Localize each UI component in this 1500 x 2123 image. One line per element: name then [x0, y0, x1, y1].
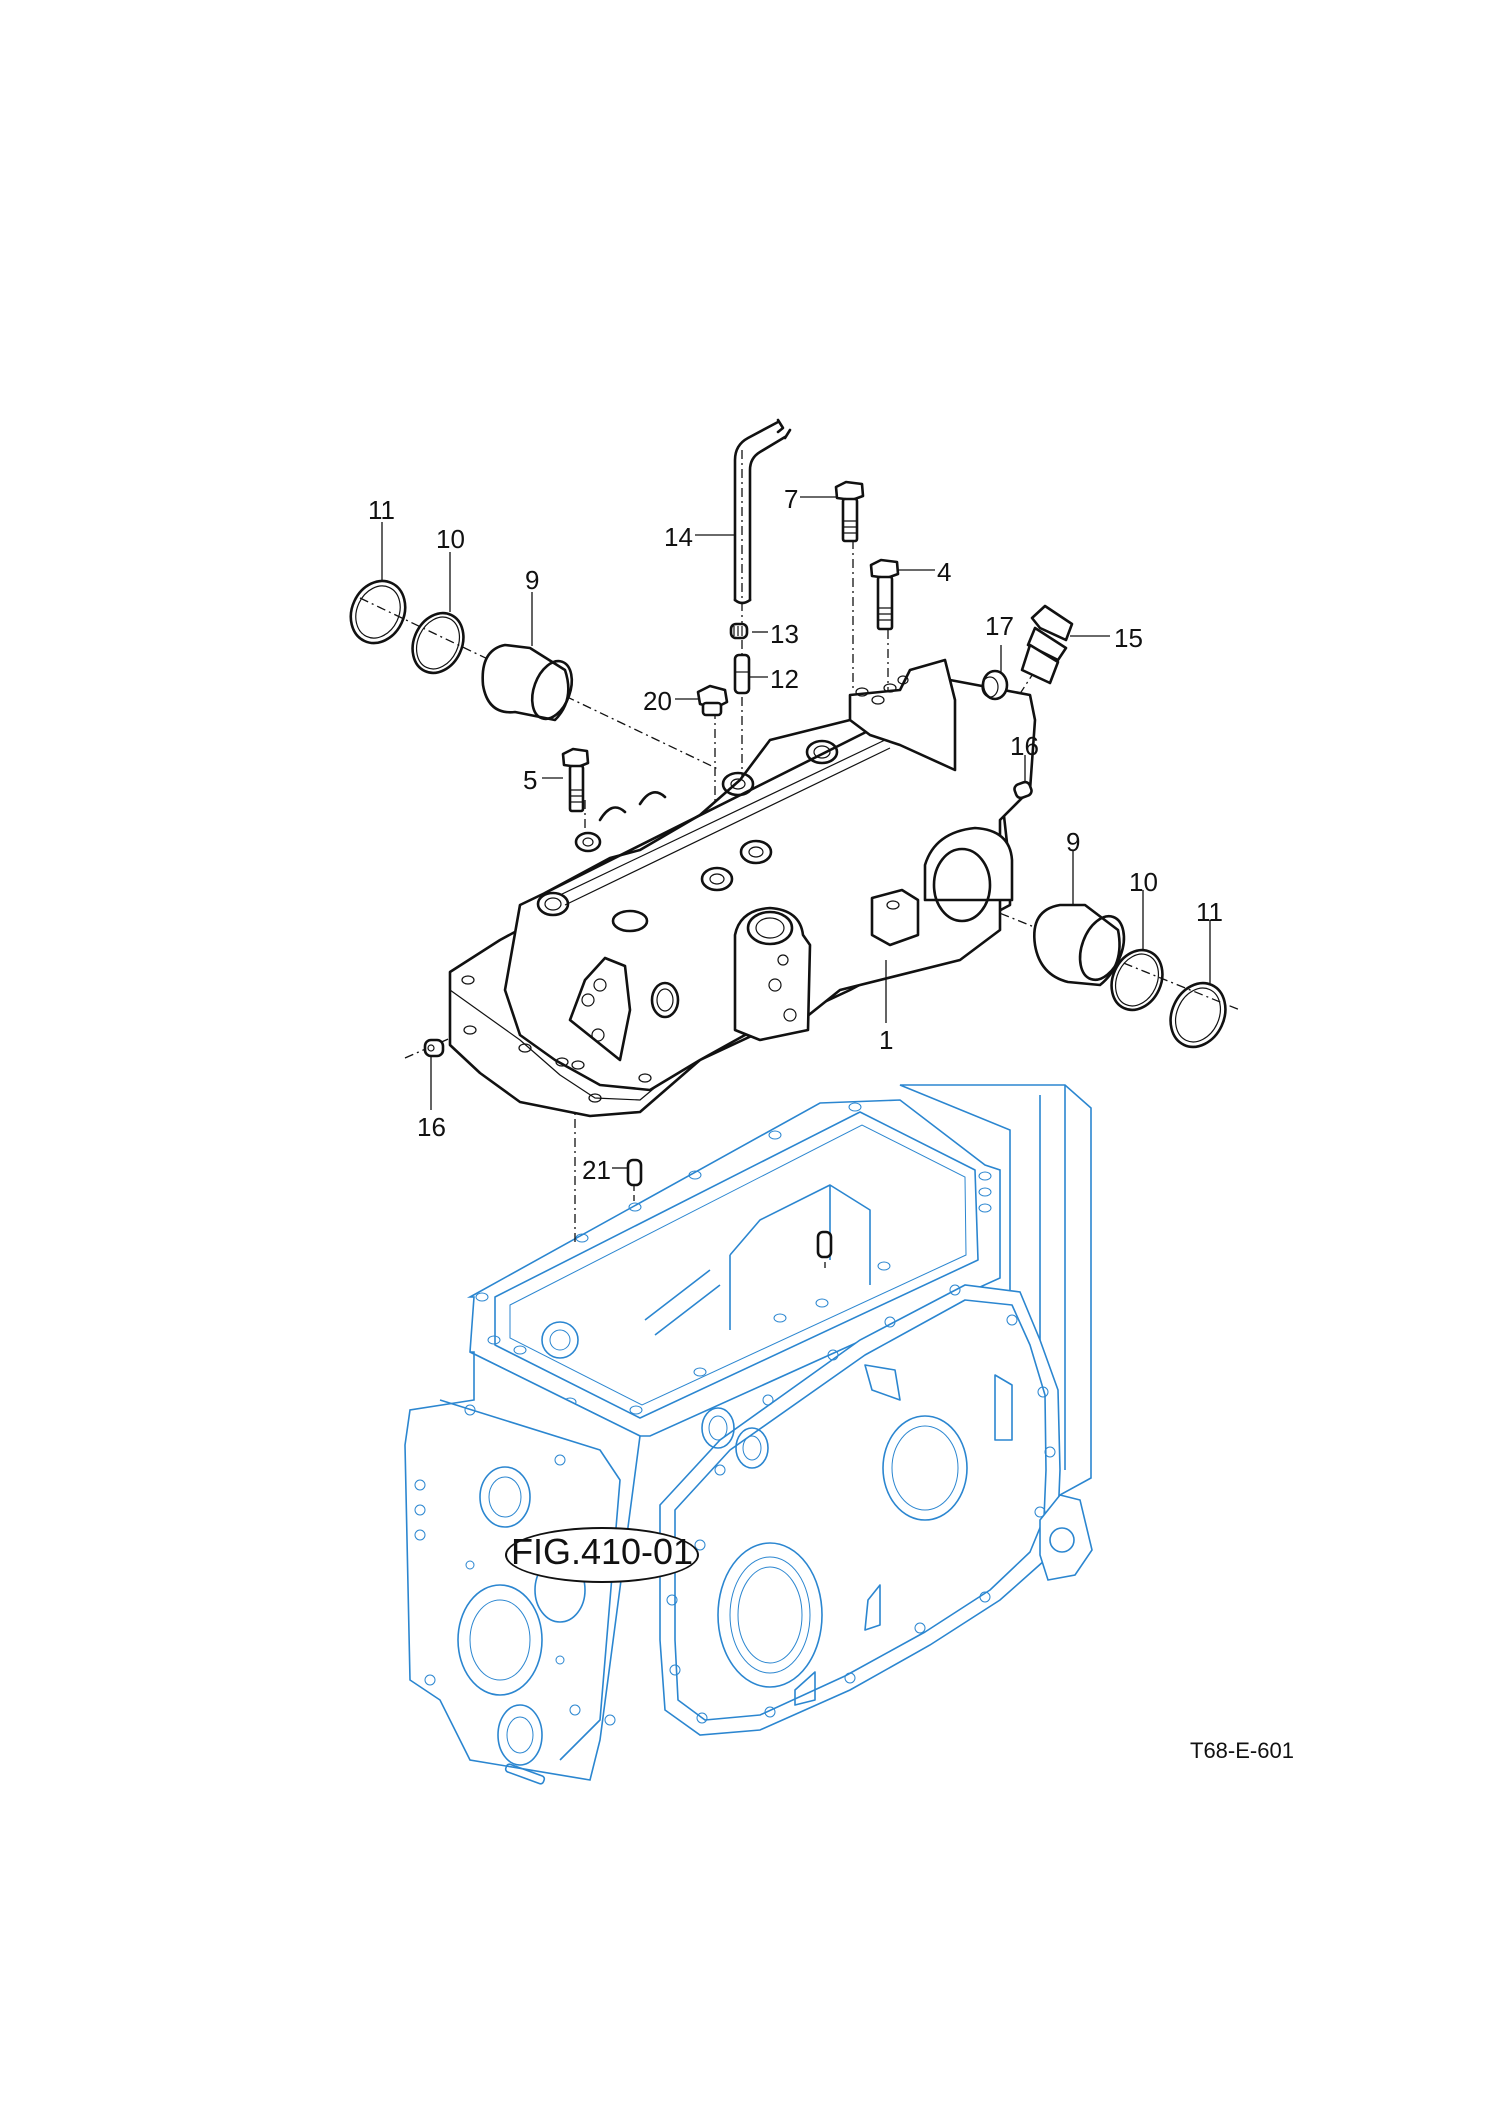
callout-12: 12 [770, 664, 799, 694]
callout-9-right: 9 [1066, 827, 1081, 857]
flange-holes [475, 1102, 992, 1415]
filler-plug-15 [1020, 604, 1074, 685]
breather-pipe-14 [733, 418, 792, 605]
cover-flange-holes [461, 975, 652, 1103]
callout-13: 13 [770, 619, 799, 649]
callout-14: 14 [664, 522, 693, 552]
drawing-code: T68-E-601 [1190, 1738, 1294, 1763]
callout-11-right: 11 [1196, 897, 1223, 927]
callout-20: 20 [643, 686, 672, 716]
callout-21: 21 [582, 1155, 611, 1185]
transmission-case-reference [404, 1084, 1093, 1785]
callout-10-left: 10 [436, 524, 465, 554]
o-ring-10-right [1110, 948, 1164, 1012]
callout-4: 4 [937, 557, 952, 587]
plug-16-left [423, 1038, 445, 1058]
callout-16-left: 16 [417, 1112, 446, 1142]
cap-17 [981, 669, 1009, 701]
bushing-9-left [481, 643, 574, 722]
callout-leaders [381, 496, 1211, 1169]
callout-11-left: 11 [368, 495, 395, 525]
callout-15: 15 [1114, 623, 1143, 653]
dowel-pin-21 [626, 1158, 643, 1187]
lift-housing-part-1 [448, 658, 1037, 1118]
o-ring-11-right [1169, 981, 1227, 1049]
callout-5: 5 [523, 765, 538, 795]
o-ring-10-left [411, 611, 465, 675]
gasket-face-bolt-holes [666, 1284, 1056, 1724]
left-face-bolt-holes [414, 1404, 616, 1726]
callout-9-left: 9 [525, 565, 540, 595]
callout-1: 1 [879, 1025, 894, 1055]
bolt-5 [561, 747, 590, 813]
figure-reference-oval[interactable] [505, 1527, 699, 1583]
callout-17: 17 [985, 611, 1014, 641]
bolt-4 [869, 558, 900, 631]
o-ring-11-left [349, 579, 407, 645]
callout-7: 7 [784, 484, 799, 514]
callout-16-right: 16 [1010, 731, 1039, 761]
callout-10-right: 10 [1129, 867, 1158, 897]
figure-reference-label[interactable]: FIG.410-01 [510, 1531, 694, 1572]
plug-20 [696, 684, 729, 717]
plug-16-right [1013, 780, 1033, 800]
fitting-12 [733, 653, 751, 695]
bushing-9-right [1032, 903, 1126, 987]
bolt-7 [834, 480, 865, 543]
hose-clip-13 [729, 622, 749, 640]
dowel-pin-second [816, 1230, 833, 1259]
